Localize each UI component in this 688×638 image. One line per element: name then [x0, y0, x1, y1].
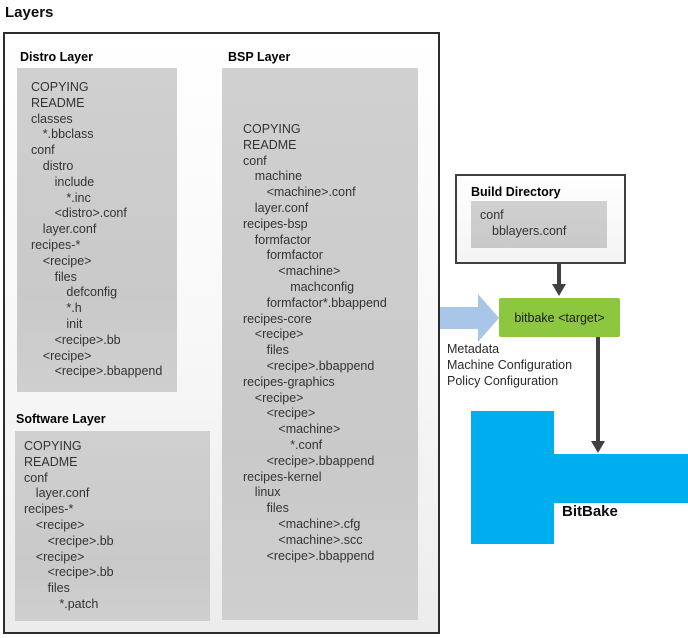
tree-item: <recipe>.bbappend — [266, 548, 375, 563]
tree-item: formfactor — [266, 248, 323, 263]
tree-item: <recipe> — [42, 348, 92, 363]
tree-item: machine — [254, 169, 303, 184]
metadata-note-line: Metadata — [447, 342, 500, 356]
bsp-layer-label: BSP Layer — [228, 50, 291, 64]
tree-item: COPYING — [31, 80, 89, 94]
metadata-note-line: Policy Configuration — [447, 374, 559, 388]
distro-layer-label: Distro Layer — [20, 50, 93, 64]
arrow-bitbake-target-to-bitbake-icon — [591, 337, 605, 453]
tree-item: <recipe>.bb — [47, 565, 114, 580]
tree-item: <recipe>.bb — [54, 332, 121, 347]
tree-item: *.conf — [290, 437, 323, 452]
tree-item: conf — [24, 470, 48, 485]
tree-item: files — [54, 269, 77, 284]
tree-item: *.bbclass — [42, 127, 94, 142]
tree-item: conf — [243, 153, 267, 168]
bitbake-shape-vertical — [471, 411, 554, 544]
tree-item: README — [24, 454, 78, 469]
tree-item: <machine>.conf — [266, 185, 356, 200]
tree-item: <recipe>.bbappend — [266, 453, 375, 468]
tree-item: layer.conf — [35, 486, 90, 501]
bitbake-shape-horizontal — [554, 454, 688, 503]
tree-item: <machine>.cfg — [278, 516, 361, 531]
tree-item: <machine>.scc — [278, 532, 363, 547]
tree-item: <recipe> — [266, 406, 316, 421]
tree-item: layer.conf — [254, 200, 309, 215]
tree-item: files — [47, 581, 70, 596]
build-directory-box: Build Directory conf bblayers.conf — [455, 174, 626, 264]
tree-item: <recipe> — [42, 253, 92, 268]
page-title: Layers — [5, 4, 54, 21]
tree-item: <distro>.conf — [54, 206, 127, 221]
tree-item: *.inc — [66, 190, 91, 205]
tree-item: <recipe>.bb — [47, 533, 114, 548]
tree-item: layer.conf — [42, 222, 97, 237]
tree-item: <machine> — [278, 422, 341, 437]
tree-item: conf — [480, 208, 504, 222]
arrow-build-dir-to-bitbake-target-icon — [552, 263, 566, 296]
tree-item: conf — [31, 143, 55, 158]
tree-item: recipes-core — [243, 311, 312, 326]
tree-item: COPYING — [243, 122, 301, 136]
tree-item: <recipe> — [254, 327, 304, 342]
tree-item: <recipe> — [35, 517, 85, 532]
metadata-note: Metadata Machine Configuration Policy Co… — [447, 341, 572, 389]
tree-item: *.h — [66, 301, 82, 316]
bitbake-target-box: bitbake <target> — [499, 298, 620, 337]
tree-item: defconfig — [66, 285, 118, 300]
tree-item: linux — [254, 485, 281, 500]
metadata-note-line: Machine Configuration — [447, 358, 573, 372]
tree-item: files — [266, 343, 289, 358]
build-directory-label: Build Directory — [471, 185, 561, 199]
tree-item: recipes-kernel — [243, 469, 322, 484]
tree-item: init — [66, 316, 83, 331]
tree-item: formfactor*.bbappend — [266, 295, 387, 310]
software-layer-label: Software Layer — [16, 412, 106, 426]
tree-item: machconfig — [290, 279, 355, 294]
tree-item: recipes-* — [24, 502, 74, 517]
tree-item: formfactor — [254, 232, 312, 247]
arrow-layers-to-bitbake-target-icon — [440, 294, 499, 342]
tree-item: <recipe> — [254, 390, 304, 405]
build-directory-files-box: conf bblayers.conf — [471, 201, 607, 248]
tree-item: bblayers.conf — [492, 224, 567, 238]
tree-item: <recipe>.bbappend — [54, 364, 163, 379]
tree-item: recipes-bsp — [243, 216, 308, 231]
tree-item: classes — [31, 111, 73, 126]
tree-item: <machine> — [278, 264, 341, 279]
tree-item: include — [54, 174, 95, 189]
tree-item: README — [243, 137, 297, 152]
bitbake-label: BitBake — [562, 503, 618, 520]
tree-item: recipes-* — [31, 237, 81, 252]
tree-item: files — [266, 501, 289, 516]
tree-item: README — [31, 95, 85, 110]
tree-item: *.patch — [59, 596, 99, 611]
tree-item: <recipe> — [35, 549, 85, 564]
tree-item: distro — [42, 158, 74, 173]
tree-item: recipes-graphics — [243, 374, 335, 389]
tree-item: <recipe>.bbappend — [266, 358, 375, 373]
tree-item: COPYING — [24, 439, 82, 453]
